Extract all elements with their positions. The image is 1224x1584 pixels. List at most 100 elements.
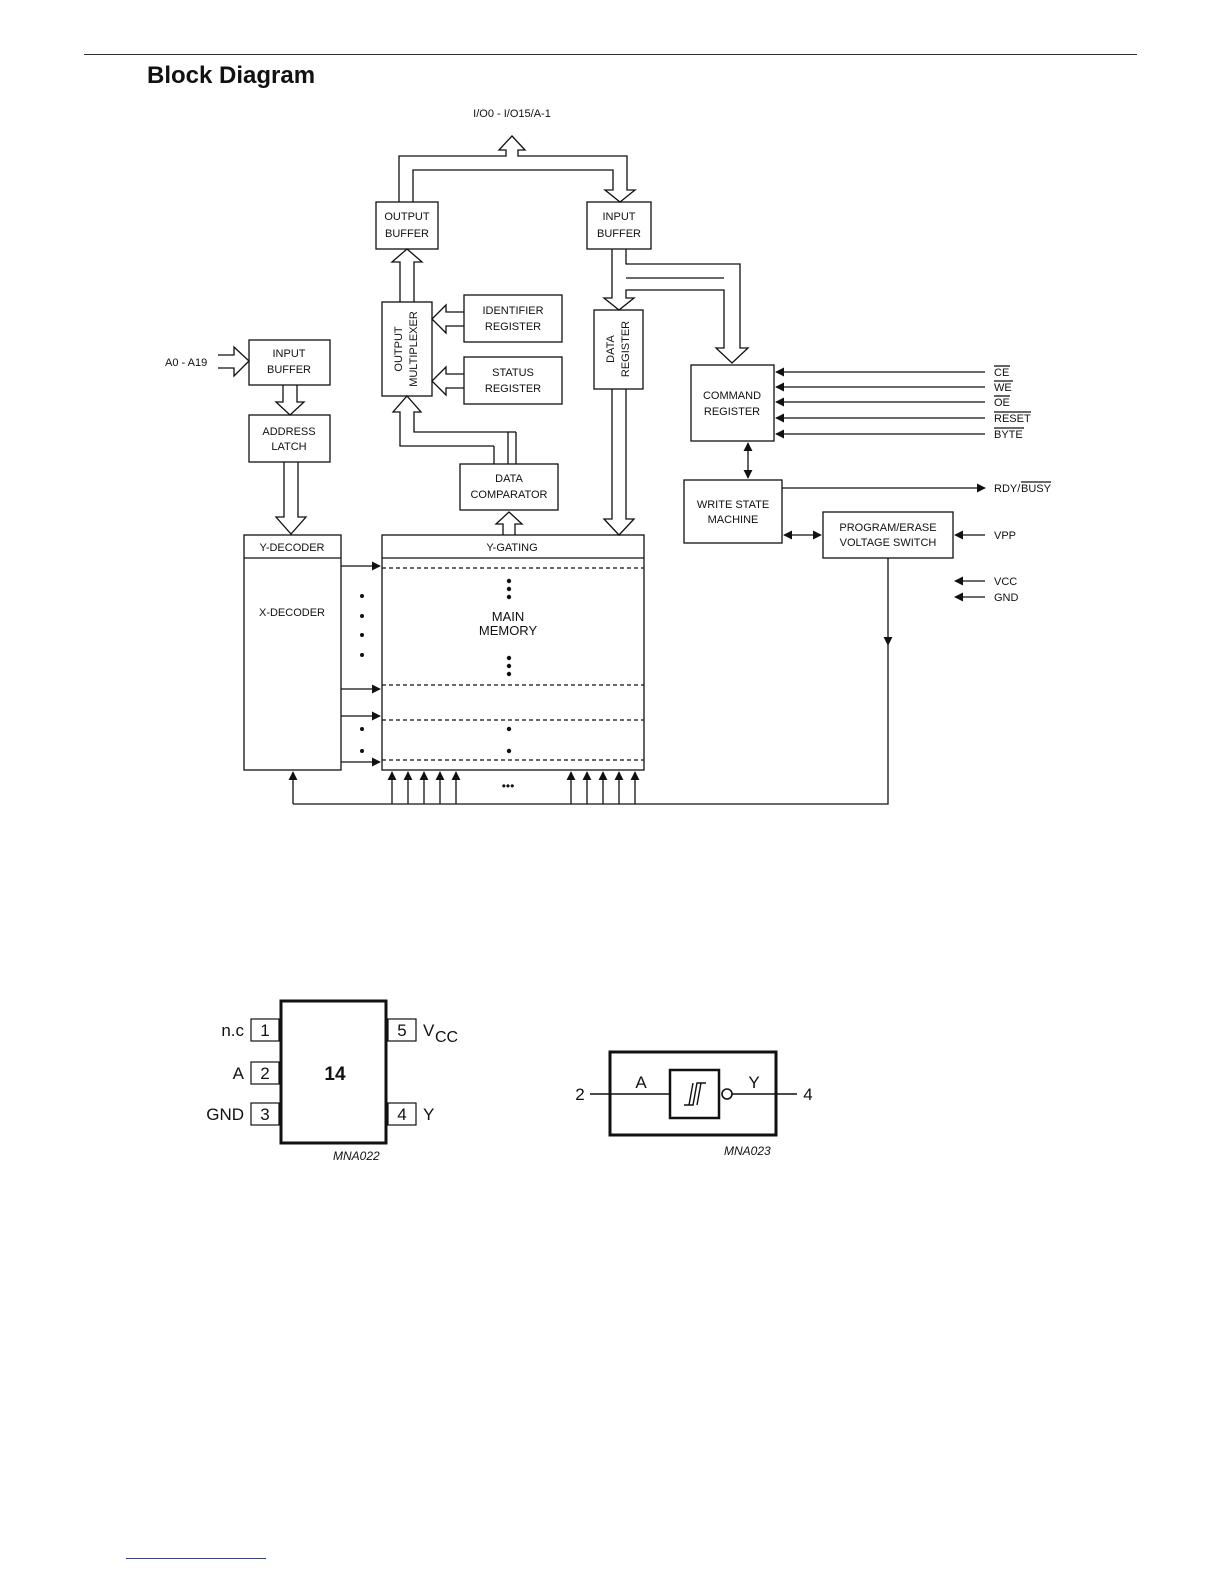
main-memory-block: Y-GATING MAIN MEMORY (381, 534, 645, 771)
svg-text:PROGRAM/ERASE: PROGRAM/ERASE (839, 522, 936, 534)
input-buffer-to-latch-arrow (274, 385, 306, 416)
top-rule (84, 54, 1137, 55)
svg-text:2: 2 (260, 1064, 269, 1083)
svg-text:COMPARATOR: COMPARATOR (470, 489, 547, 501)
vpp-label: VPP (994, 530, 1016, 542)
svg-text:OUTPUT: OUTPUT (384, 211, 430, 223)
chip-body (279, 999, 388, 1145)
gnd-label: GND (994, 592, 1019, 604)
vcc-pin-name: V (423, 1021, 435, 1040)
column-ellipsis: ••• (502, 779, 515, 793)
logic-symbol-diagram: 2 A Y 4 MNA023 (575, 1050, 813, 1158)
control-signal-overbars (994, 365, 1031, 429)
pin-2: 2 A (233, 1061, 280, 1085)
svg-text:INPUT: INPUT (273, 348, 306, 360)
svg-text:REGISTER: REGISTER (485, 321, 541, 333)
page-title: Block Diagram (147, 62, 316, 89)
svg-text:INPUT: INPUT (603, 211, 636, 223)
svg-text:RESET: RESET (994, 413, 1031, 425)
identifier-register-block: IDENTIFIER REGISTER (463, 294, 563, 343)
pin-5: 5 V CC (387, 1018, 458, 1046)
input-buffer-to-data-register-arrow (602, 249, 750, 364)
control-signal-lines (775, 367, 985, 439)
busy-label: BUSY (1021, 483, 1052, 495)
svg-text:3: 3 (260, 1105, 269, 1124)
control-signal-labels: CE WE OE RESET BYTE (994, 367, 1031, 441)
write-state-machine-block: WRITE STATE MACHINE (683, 479, 783, 544)
vcc-label: VCC (994, 576, 1017, 588)
input-buffer-top-block: INPUT BUFFER (586, 201, 652, 250)
chip-label: 14 (324, 1064, 346, 1085)
ygating-to-comparator-arrow (494, 511, 524, 535)
svg-text:BYTE: BYTE (994, 429, 1023, 441)
svg-text:BUFFER: BUFFER (267, 364, 311, 376)
latch-to-decoder-arrow (274, 462, 308, 535)
status-to-mux-arrow (431, 365, 464, 397)
pinout-diagram: 14 1 n.c 2 A 3 GND 5 V CC 4 Y MNA022 (206, 999, 458, 1163)
svg-text:GND: GND (206, 1105, 244, 1124)
column-up-arrows (288, 771, 640, 804)
svg-text:CE: CE (994, 367, 1009, 379)
main-memory-label-2: MEMORY (479, 623, 538, 638)
svg-text:A: A (233, 1064, 245, 1083)
pin-3: 3 GND (206, 1102, 280, 1126)
inverter-bubble (721, 1088, 733, 1100)
svg-text:1: 1 (260, 1021, 269, 1040)
svg-text:VOLTAGE SWITCH: VOLTAGE SWITCH (840, 537, 937, 549)
y-decoder-label: Y-DECODER (260, 542, 325, 554)
svg-text:LATCH: LATCH (271, 441, 306, 453)
x-decoder-label: X-DECODER (259, 607, 325, 619)
bottom-link-rule (126, 1558, 266, 1559)
svg-text:MACHINE: MACHINE (708, 514, 759, 526)
mux-to-output-buffer-arrow (390, 248, 424, 302)
data-register-to-ygating-arrow (602, 389, 636, 536)
svg-text:BUFFER: BUFFER (385, 228, 429, 240)
pin-1: 1 n.c (221, 1018, 280, 1042)
program-erase-switch-block: PROGRAM/ERASE VOLTAGE SWITCH (822, 511, 954, 559)
input-pin-name: A (635, 1073, 647, 1092)
svg-text:IDENTIFIER: IDENTIFIER (482, 305, 543, 317)
row-select-arrows (341, 561, 381, 767)
hysteresis-icon (684, 1082, 706, 1106)
svg-text:ADDRESS: ADDRESS (262, 426, 315, 438)
data-register-block: DATA REGISTER (593, 309, 644, 390)
flash-block-diagram: I/O0 - I/O15/A-1 OUTPUT BUFFER INPUT BUF… (165, 108, 1052, 805)
command-register-block: COMMAND REGISTER (690, 364, 775, 442)
svg-text:n.c: n.c (221, 1021, 244, 1040)
svg-text:Y: Y (423, 1105, 434, 1124)
svg-text:STATUS: STATUS (492, 367, 534, 379)
data-comparator-block: DATA COMPARATOR (459, 463, 559, 511)
svg-text:WRITE STATE: WRITE STATE (697, 499, 769, 511)
memory-dots (360, 578, 512, 754)
vcc-pin-subscript: CC (435, 1029, 458, 1046)
output-pin-number: 4 (803, 1085, 812, 1104)
logic-figure-code: MNA023 (724, 1144, 771, 1158)
pin-4: 4 Y (387, 1102, 434, 1126)
svg-text:5: 5 (397, 1021, 406, 1040)
svg-text:COMMAND: COMMAND (703, 390, 761, 402)
address-latch-block: ADDRESS LATCH (248, 414, 331, 463)
status-register-block: STATUS REGISTER (463, 356, 563, 405)
input-pin-number: 2 (575, 1085, 584, 1104)
svg-text:OUTPUT: OUTPUT (393, 326, 405, 372)
svg-text:MULTIPLEXER: MULTIPLEXER (408, 311, 420, 387)
svg-text:BUFFER: BUFFER (597, 228, 641, 240)
schmitt-box (668, 1068, 721, 1120)
input-buffer-left-block: INPUT BUFFER (248, 339, 331, 386)
address-input-label: A0 - A19 (165, 357, 207, 369)
address-input-arrow (218, 345, 250, 378)
main-memory-label-1: MAIN (492, 609, 525, 624)
pinout-figure-code: MNA022 (333, 1149, 380, 1163)
output-multiplexer-block: OUTPUT MULTIPLEXER (381, 301, 433, 397)
output-pin-name: Y (748, 1073, 759, 1092)
svg-text:DATA: DATA (495, 473, 523, 485)
svg-text:WE: WE (994, 382, 1012, 394)
rdy-label: RDY/ (994, 483, 1021, 495)
svg-text:REGISTER: REGISTER (704, 406, 760, 418)
svg-text:OE: OE (994, 397, 1010, 409)
svg-text:DATA: DATA (605, 334, 617, 362)
output-buffer-block: OUTPUT BUFFER (375, 201, 439, 250)
identifier-to-mux-arrow (431, 303, 464, 335)
bus-label: I/O0 - I/O15/A-1 (473, 108, 551, 120)
